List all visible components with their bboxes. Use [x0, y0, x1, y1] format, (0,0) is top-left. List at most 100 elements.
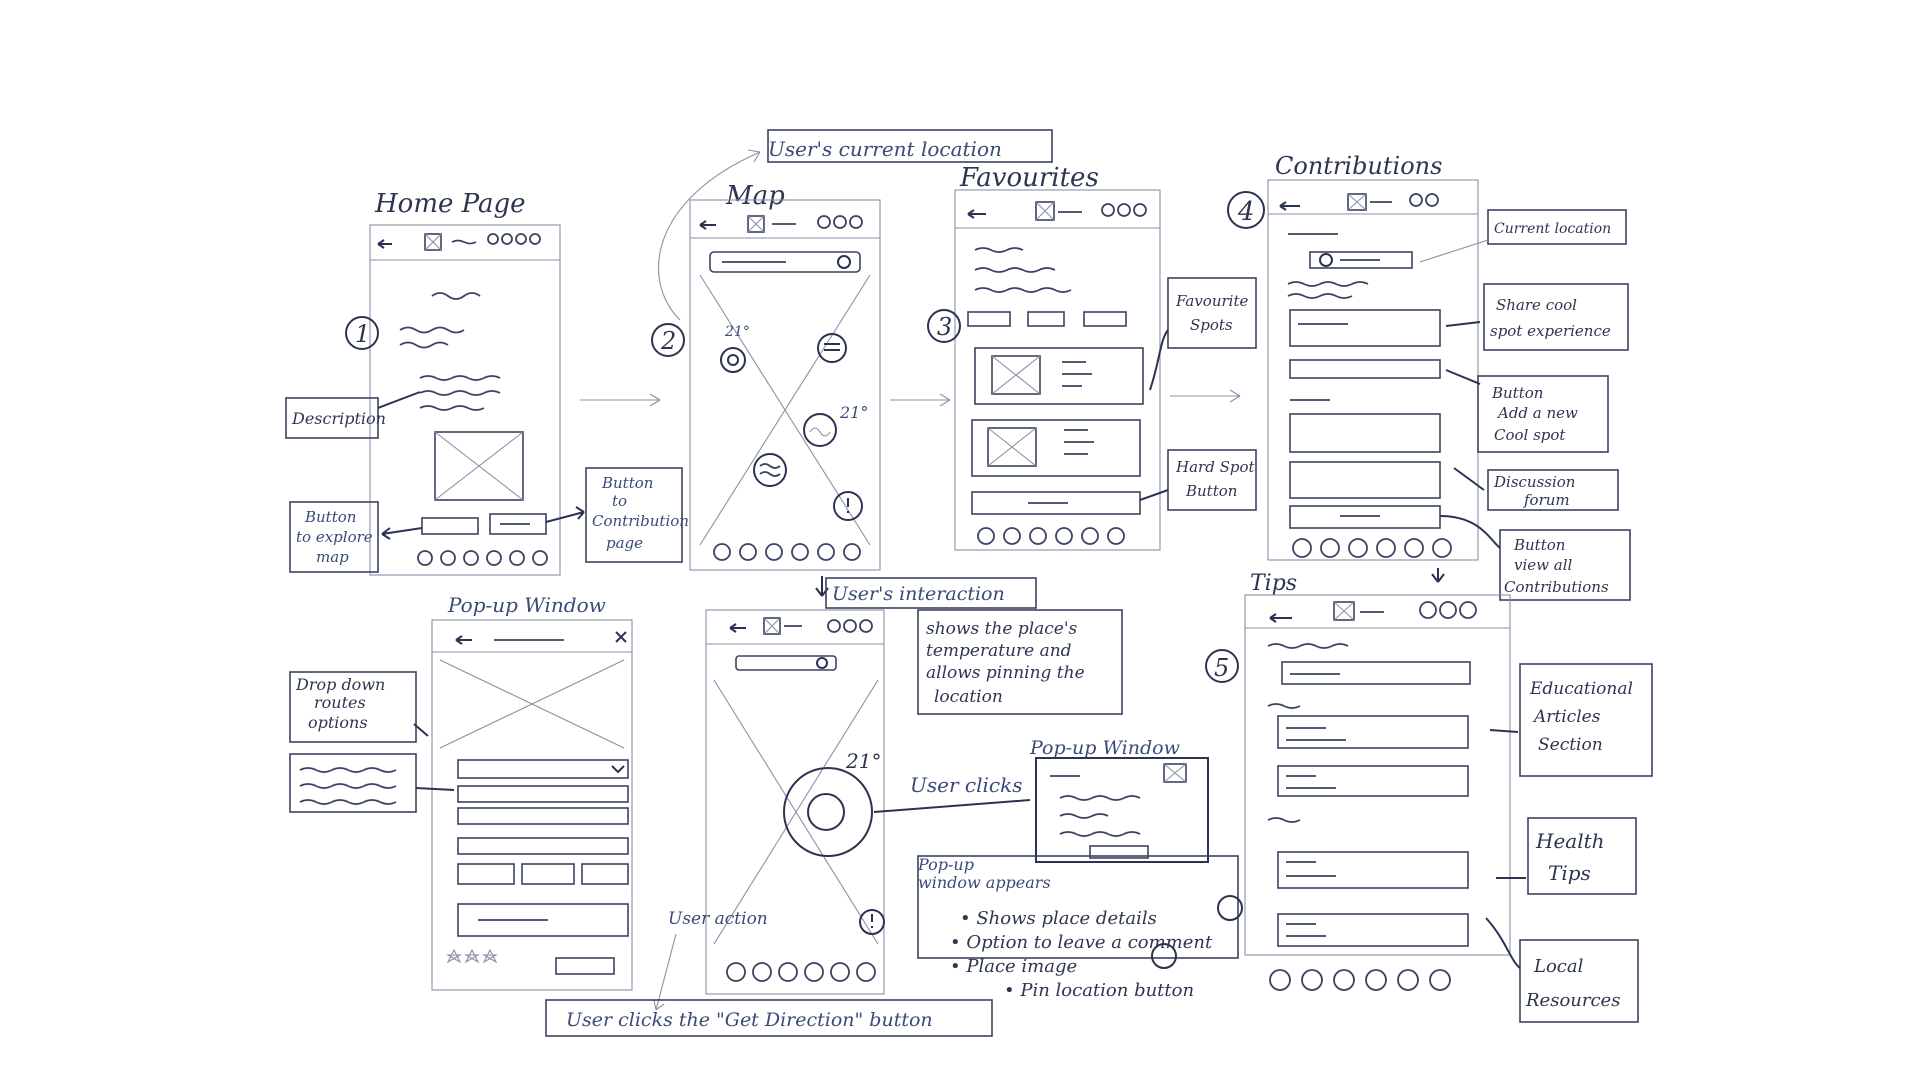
home-page-title: Home Page: [374, 189, 526, 219]
comment-field[interactable]: [457, 903, 629, 937]
description-note: [285, 397, 379, 439]
options-list-note: [289, 753, 417, 813]
contribution-note: [585, 467, 683, 563]
share-spot-card[interactable]: [1289, 309, 1441, 347]
search-icon[interactable]: [816, 657, 828, 669]
bottom-nav[interactable]: [1269, 969, 1451, 991]
health-tips-note: [1527, 817, 1637, 895]
map-area[interactable]: [699, 274, 871, 546]
help-icon: [1217, 895, 1243, 921]
description-label: Description: [291, 409, 386, 428]
tip-card[interactable]: [1277, 765, 1469, 797]
step-number: 2: [660, 327, 676, 355]
pin-location-button[interactable]: [1089, 845, 1149, 859]
bottom-nav[interactable]: [713, 543, 861, 561]
bottom-nav[interactable]: [417, 550, 548, 566]
bottom-nav[interactable]: [726, 962, 876, 982]
click-arrow: [873, 799, 1031, 813]
discussion-card[interactable]: [1289, 461, 1441, 499]
image-placeholder: [434, 431, 524, 501]
search-icon[interactable]: [837, 255, 851, 269]
tip-card[interactable]: [1277, 715, 1469, 749]
contributions-title: Contributions: [1275, 152, 1442, 180]
map-area[interactable]: [713, 679, 879, 945]
layers-icon[interactable]: [817, 333, 847, 363]
search-input[interactable]: [735, 655, 837, 671]
current-location-input[interactable]: [1309, 251, 1413, 269]
current-location-note: [1487, 209, 1627, 245]
explore-map-button[interactable]: [421, 517, 479, 535]
info-icon[interactable]: [859, 909, 885, 935]
tip-card[interactable]: [1277, 913, 1469, 947]
local-resources-text: Local Resources: [1525, 956, 1620, 1011]
discussion-note-text: Discussion forum: [1493, 473, 1580, 509]
get-direction-note: [545, 999, 993, 1037]
chevron-down-icon[interactable]: [611, 765, 625, 774]
popup-appears-note: [917, 855, 1239, 959]
tip-card[interactable]: [1277, 851, 1469, 889]
close-icon[interactable]: [615, 631, 627, 643]
favourite-card[interactable]: [974, 347, 1144, 405]
route-option[interactable]: [457, 807, 629, 825]
route-dropdown[interactable]: [457, 759, 629, 779]
bottom-nav[interactable]: [977, 527, 1125, 545]
popup-small-screen: Pop-up Window Pop-up window appears • Sh…: [917, 737, 1243, 1001]
route-option[interactable]: [457, 785, 629, 803]
view-all-note: [1499, 529, 1631, 601]
tips-title: Tips: [1250, 571, 1297, 596]
temp-label: 21°: [724, 324, 750, 340]
selected-place-marker[interactable]: [783, 767, 873, 857]
transport-button[interactable]: [457, 863, 515, 885]
discussion-card[interactable]: [1289, 413, 1441, 453]
step-number: 4: [1237, 197, 1255, 227]
flow-arrow: [580, 393, 661, 407]
flow-arrow: [890, 393, 951, 407]
spot-marker-icon[interactable]: [803, 413, 837, 447]
transport-button[interactable]: [581, 863, 629, 885]
transport-button[interactable]: [521, 863, 575, 885]
local-resources-note: [1519, 939, 1639, 1023]
step-number: 5: [1214, 654, 1229, 682]
pin-icon[interactable]: [720, 347, 746, 373]
route-option[interactable]: [457, 837, 629, 855]
place-icon[interactable]: [807, 793, 845, 831]
drop-down-note-text: Drop down routes options: [295, 675, 390, 732]
tip-card[interactable]: [1281, 661, 1471, 685]
health-tips-text: Health Tips: [1535, 829, 1611, 885]
educational-note: [1519, 663, 1653, 777]
contribution-button[interactable]: [489, 513, 547, 535]
tips-screen: Tips 5 Educational Articles Section: [1205, 571, 1653, 1023]
user-action-label: User action: [668, 909, 768, 929]
add-spot-note-text: Button Add a new Cool spot: [1491, 384, 1583, 444]
popup-left-title: Pop-up Window: [447, 593, 606, 617]
users-interaction-text: User's interaction: [832, 583, 1005, 605]
rating-stars-icon[interactable]: [445, 948, 499, 964]
filter-button[interactable]: [967, 311, 1011, 327]
home-page-frame: [369, 224, 561, 576]
drop-down-note: [289, 671, 417, 743]
users-interaction-note: [825, 577, 1037, 609]
educational-note-text: Educational Articles Section: [1529, 679, 1638, 755]
map-screen: Map 2 21° 21° User's current location: [651, 129, 1053, 571]
view-all-button[interactable]: [1289, 505, 1441, 529]
popup-small-frame: [1035, 757, 1209, 863]
flow-arrow: [1170, 389, 1241, 403]
share-spot-note-text: Share cool spot experience: [1490, 296, 1611, 340]
current-location-note-text: Current location: [1494, 221, 1611, 237]
hard-spot-button[interactable]: [971, 491, 1141, 515]
bottom-nav[interactable]: [1292, 538, 1452, 558]
filter-button[interactable]: [1083, 311, 1127, 327]
get-direction-button[interactable]: [555, 957, 615, 975]
filter-button[interactable]: [1027, 311, 1065, 327]
water-spot-icon[interactable]: [753, 453, 787, 487]
search-input[interactable]: [709, 251, 861, 273]
alert-icon[interactable]: [833, 491, 863, 521]
help-icon: [1151, 943, 1177, 969]
home-page-screen: Home Page 1 Description Button to explor…: [285, 189, 689, 576]
step-badge: [345, 316, 379, 350]
tips-frame: [1244, 594, 1511, 956]
map-title: Map: [725, 181, 785, 211]
add-spot-button[interactable]: [1289, 359, 1441, 379]
favourites-title: Favourites: [959, 163, 1099, 193]
favourite-card[interactable]: [971, 419, 1141, 477]
